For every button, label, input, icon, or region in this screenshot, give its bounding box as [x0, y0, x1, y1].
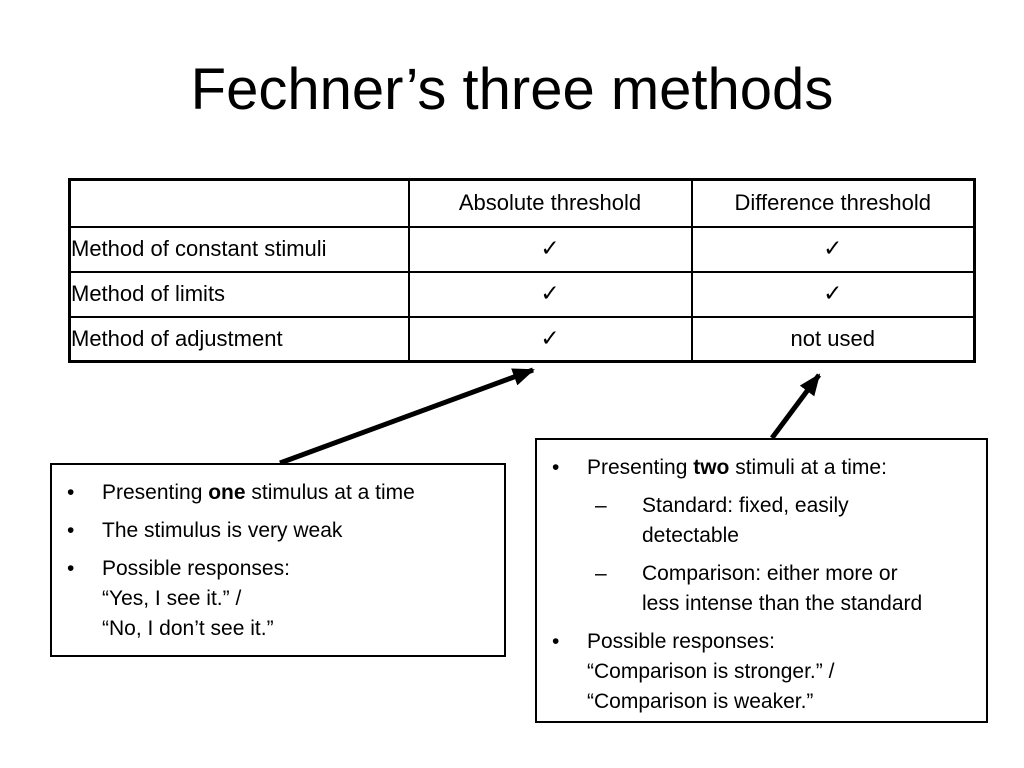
cell-check: ✓	[407, 270, 693, 318]
bullet-icon: •	[552, 456, 560, 479]
cell-not-used: not used	[690, 315, 976, 363]
item-text: The stimulus is very weak	[102, 519, 343, 542]
list-item: • Possible responses: “Yes, I see it.” /…	[67, 554, 494, 644]
item-text: Presenting one stimulus at a time	[102, 481, 415, 504]
cell-check: ✓	[407, 315, 693, 363]
page-title: Fechner’s three methods	[190, 57, 834, 122]
item-text: Possible responses: “Yes, I see it.” / “…	[102, 557, 290, 640]
table-header-row: Absolute threshold Difference threshold	[68, 178, 976, 228]
bullet-icon: •	[67, 481, 75, 504]
bullet-icon: •	[552, 630, 560, 653]
sub-list-item: – Comparison: either more or less intens…	[595, 559, 976, 619]
row-label: Method of adjustment	[68, 315, 410, 363]
table-header-difference: Difference threshold	[690, 178, 976, 228]
item-text: Presenting two stimuli at a time:	[587, 456, 887, 479]
table-header-absolute: Absolute threshold	[407, 178, 693, 228]
item-text: Possible responses: “Comparison is stron…	[587, 630, 835, 713]
table-row: Method of adjustment ✓ not used	[68, 315, 976, 363]
bullet-icon: •	[67, 519, 75, 542]
difference-threshold-callout: • Presenting two stimuli at a time: – St…	[535, 438, 988, 723]
absolute-threshold-callout: • Presenting one stimulus at a time • Th…	[50, 463, 506, 657]
item-text: Comparison: either more or less intense …	[642, 562, 923, 615]
row-label: Method of limits	[68, 270, 410, 318]
cell-check: ✓	[690, 270, 976, 318]
cell-check: ✓	[690, 225, 976, 273]
sub-list-item: – Standard: fixed, easily detectable	[595, 491, 976, 551]
arrow-right-icon	[769, 373, 822, 440]
dash-icon: –	[595, 494, 607, 517]
list-item: • The stimulus is very weak	[67, 516, 494, 546]
item-text: Standard: fixed, easily detectable	[642, 494, 849, 547]
row-label: Method of constant stimuli	[68, 225, 410, 273]
list-item: • Presenting one stimulus at a time	[67, 478, 494, 508]
dash-icon: –	[595, 562, 607, 585]
cell-check: ✓	[407, 225, 693, 273]
arrow-left-icon	[279, 367, 535, 466]
methods-table: Absolute threshold Difference threshold …	[68, 178, 976, 363]
list-item: • Presenting two stimuli at a time:	[552, 453, 976, 483]
bullet-icon: •	[67, 557, 75, 580]
list-item: • Possible responses: “Comparison is str…	[552, 627, 976, 717]
table-header-empty	[68, 178, 410, 228]
table-row: Method of constant stimuli ✓ ✓	[68, 225, 976, 273]
table-row: Method of limits ✓ ✓	[68, 270, 976, 318]
